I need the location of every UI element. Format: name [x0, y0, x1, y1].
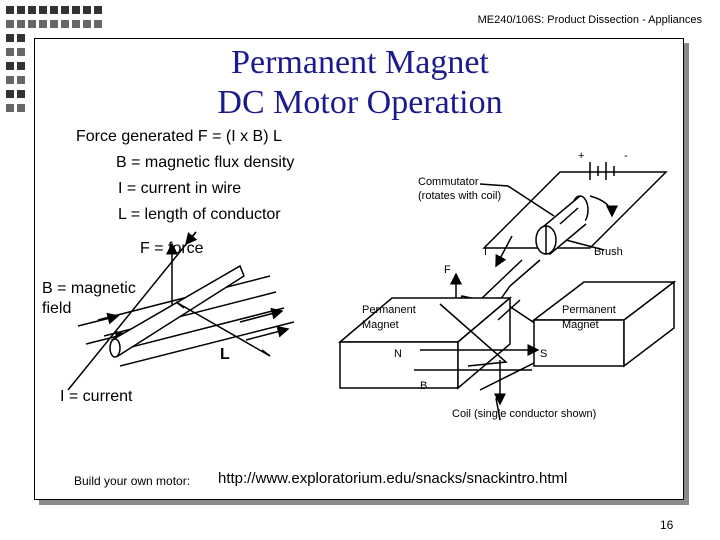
i-definition: I = current in wire [118, 180, 242, 197]
coil-pointer [495, 397, 501, 421]
grid-square [72, 20, 80, 28]
commutator-sublabel: (rotates with coil) [418, 190, 502, 202]
b-definition: B = magnetic flux density [116, 154, 295, 171]
south-pole-label: S [540, 348, 548, 360]
length-line [175, 301, 271, 357]
grid-square [17, 62, 25, 70]
build-motor-label: Build your own motor: [74, 474, 191, 488]
grid-square [6, 76, 14, 84]
grid-square [17, 76, 25, 84]
dc-motor [337, 162, 677, 421]
grid-square [6, 90, 14, 98]
north-pole-label: N [394, 348, 402, 360]
grid-square [17, 34, 25, 42]
grid-square [6, 20, 14, 28]
grid-square [6, 104, 14, 112]
right-magnet-label-2: Magnet [562, 319, 599, 331]
grid-square [6, 62, 14, 70]
grid-square [17, 6, 25, 14]
coil-label: Coil (single conductor shown) [452, 408, 597, 420]
grid-square [17, 90, 25, 98]
length-label: L [220, 346, 230, 363]
grid-square [39, 20, 47, 28]
force-equation: Force generated F = (I x B) L [76, 128, 282, 145]
grid-square [6, 48, 14, 56]
coil-wire-2 [467, 259, 541, 303]
magnetic-field-label-2: field [42, 300, 72, 317]
field-line-4 [119, 321, 295, 367]
force-label: F = force [140, 240, 204, 257]
grid-square [17, 104, 25, 112]
commutator-pointer [479, 183, 555, 217]
brush-label: Brush [594, 246, 623, 258]
current-i-label: I [484, 246, 488, 258]
wire-end [109, 338, 121, 358]
current-line [67, 231, 197, 391]
field-line-3 [111, 307, 285, 353]
battery-minus: - [624, 150, 628, 162]
left-magnet-label-1: Permanent [362, 304, 416, 316]
right-magnet-side [623, 280, 675, 368]
brush-pointer [565, 239, 605, 251]
grid-square [50, 6, 58, 14]
page-title-line-1: Permanent Magnet [231, 44, 489, 81]
exploratorium-link[interactable]: http://www.exploratorium.edu/snacks/snac… [218, 470, 568, 487]
grid-square [61, 6, 69, 14]
commutator-label: Commutator [418, 176, 479, 188]
field-arrow-3 [239, 307, 284, 323]
left-magnet-label-2: Magnet [362, 319, 399, 331]
grid-square [72, 6, 80, 14]
field-arrow-4 [245, 325, 290, 341]
grid-square [83, 6, 91, 14]
grid-square [28, 6, 36, 14]
grid-square [39, 6, 47, 14]
page-title-line-2: DC Motor Operation [217, 84, 503, 121]
grid-square [50, 20, 58, 28]
field-arrow-1 [77, 312, 120, 327]
magnetic-field-label-1: B = magnetic [42, 280, 136, 297]
grid-square [28, 20, 36, 28]
grid-square [17, 48, 25, 56]
grid-square [17, 20, 25, 28]
grid-square [6, 34, 14, 42]
grid-square [6, 6, 14, 14]
course-header: ME240/106S: Product Dissection - Applian… [477, 14, 702, 26]
slide-frame [34, 38, 684, 500]
l-definition: L = length of conductor [118, 206, 281, 223]
b-field-label: B [420, 380, 428, 392]
grid-square [61, 20, 69, 28]
grid-square [94, 20, 102, 28]
grid-square [94, 6, 102, 14]
page-number: 16 [660, 518, 674, 532]
field-diagram [67, 231, 295, 391]
right-magnet-label-1: Permanent [562, 304, 616, 316]
grid-square [83, 20, 91, 28]
current-label: I = current [60, 388, 133, 405]
battery-plus: + [578, 150, 585, 162]
motor-force-label: F [444, 264, 451, 276]
